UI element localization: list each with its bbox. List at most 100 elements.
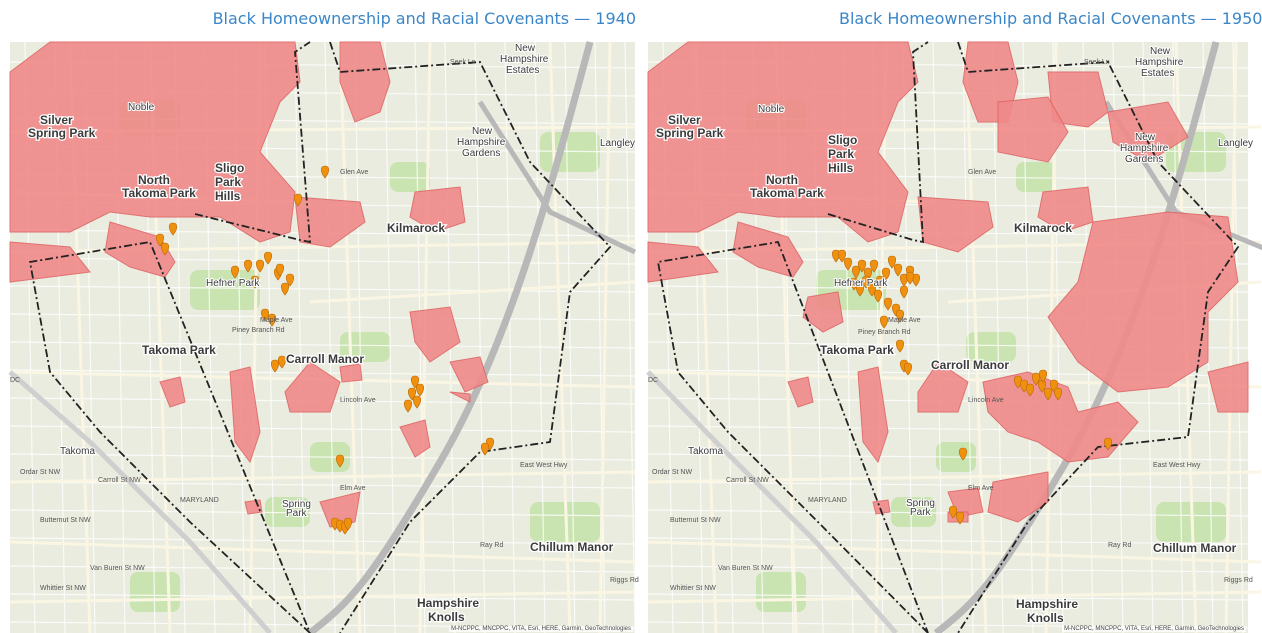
homeowner-marker[interactable] [887, 255, 897, 269]
homeowner-marker[interactable] [857, 259, 867, 273]
homeowner-marker[interactable] [168, 222, 178, 236]
marker-pin [899, 285, 909, 299]
place-label: Noble [758, 104, 785, 115]
homeowner-marker[interactable] [280, 282, 290, 296]
street-label: Elm Ave [340, 485, 366, 492]
homeowner-marker[interactable] [343, 517, 353, 531]
homeowner-marker[interactable] [851, 265, 861, 279]
homeowner-marker[interactable] [263, 251, 273, 265]
homeowner-marker[interactable] [230, 265, 240, 279]
homeowner-marker[interactable] [903, 362, 913, 376]
street-label: Van Buren St NW [90, 565, 145, 572]
city-boundary [28, 41, 612, 633]
homeowner-marker[interactable] [270, 359, 280, 373]
minor-road [647, 565, 1249, 573]
homeowner-marker[interactable] [1031, 372, 1041, 386]
marker-pin [895, 309, 905, 323]
covenant-area [339, 363, 363, 383]
homeowner-marker[interactable] [415, 383, 425, 397]
homeowner-marker[interactable] [480, 442, 490, 456]
homeowner-marker[interactable] [335, 454, 345, 468]
street-label: Glen Ave [968, 169, 996, 176]
homeowner-marker[interactable] [243, 259, 253, 273]
homeowner-marker[interactable] [899, 273, 909, 287]
main-road [548, 41, 572, 633]
homeowner-marker[interactable] [255, 259, 265, 273]
street-label: DC [648, 377, 658, 384]
homeowner-marker[interactable] [881, 267, 891, 281]
homeowner-marker[interactable] [911, 273, 921, 287]
marker-pin [270, 359, 280, 373]
homeowner-marker[interactable] [155, 233, 165, 247]
place-label: Spring Park [28, 126, 96, 140]
place-label: Kilmarock [387, 221, 445, 235]
homeowner-marker[interactable] [855, 283, 865, 297]
homeowner-marker[interactable] [895, 339, 905, 353]
homeowner-marker[interactable] [883, 297, 893, 311]
main-road [647, 470, 1262, 484]
place-label: North [138, 173, 170, 187]
main-road [964, 41, 988, 633]
homeowner-marker[interactable] [277, 355, 287, 369]
homeowner-marker[interactable] [403, 399, 413, 413]
street-label: Ray Rd [1108, 542, 1131, 549]
homeowner-marker[interactable] [837, 249, 847, 263]
homeowner-marker[interactable] [1053, 387, 1063, 401]
homeowner-marker[interactable] [293, 193, 303, 207]
marker-pin [280, 282, 290, 296]
covenant-area [9, 241, 91, 283]
homeowner-marker[interactable] [843, 257, 853, 271]
marker-pin [879, 315, 889, 329]
covenant-area [917, 196, 994, 253]
homeowner-marker[interactable] [948, 505, 958, 519]
place-label: Noble [128, 102, 155, 113]
homeowner-marker[interactable] [899, 285, 909, 299]
homeowner-marker[interactable] [875, 275, 885, 289]
place-label: Kilmarock [1014, 221, 1072, 235]
marker-pin [412, 395, 422, 409]
homeowner-marker[interactable] [1038, 369, 1048, 383]
homeowner-marker[interactable] [869, 259, 879, 273]
street-label: Butternut St NW [40, 517, 91, 524]
homeowner-marker[interactable] [893, 263, 903, 277]
homeowner-marker[interactable] [160, 242, 170, 256]
homeowner-marker[interactable] [1043, 387, 1053, 401]
minor-road [647, 537, 1249, 545]
homeowner-marker[interactable] [275, 263, 285, 277]
homeowner-marker[interactable] [260, 308, 270, 322]
place-label: Park [286, 508, 308, 519]
homeowner-marker[interactable] [267, 313, 277, 327]
homeowner-marker[interactable] [879, 315, 889, 329]
homeowner-marker[interactable] [1025, 383, 1035, 397]
covenant-area [409, 306, 461, 363]
homeowner-marker[interactable] [905, 271, 915, 285]
homeowner-marker[interactable] [412, 395, 422, 409]
place-label: Spring [906, 498, 935, 509]
place-label: Hampshire [1135, 57, 1184, 68]
place-label: New [1135, 132, 1156, 143]
map-1940-credit: M-NCPPC, MNCPPC, VITA, Esri, HERE, Garmi… [449, 626, 633, 632]
homeowner-marker[interactable] [895, 309, 905, 323]
homeowner-marker[interactable] [861, 275, 871, 289]
place-label: Takoma [688, 446, 723, 457]
homeowner-marker[interactable] [1103, 437, 1113, 451]
homeowner-marker[interactable] [250, 275, 260, 289]
homeowner-marker[interactable] [958, 447, 968, 461]
place-label: Hills [215, 189, 241, 203]
homeowner-marker[interactable] [285, 273, 295, 287]
homeowner-marker[interactable] [955, 511, 965, 525]
marker-pin [895, 339, 905, 353]
main-road [874, 41, 888, 633]
map-1950-title: Black Homeownership and Racial Covenants… [839, 9, 1262, 28]
marker-pin [155, 233, 165, 247]
place-label: Hefner Park [206, 278, 260, 289]
homeowner-marker[interactable] [873, 289, 883, 303]
homeowner-marker[interactable] [320, 165, 330, 179]
marker-pin [277, 355, 287, 369]
minor-road [354, 41, 366, 633]
marker-pin [230, 265, 240, 279]
